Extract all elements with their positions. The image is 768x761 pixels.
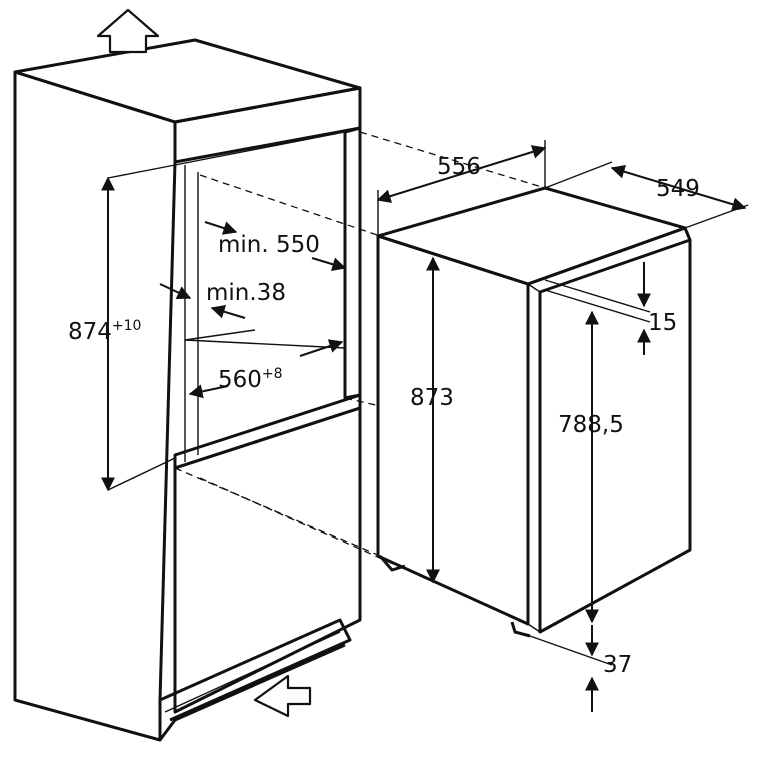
top-gap-label: 15 [648, 310, 677, 336]
door-height-label: 788,5 [558, 412, 624, 438]
side-clearance-label: min.38 [206, 280, 286, 306]
appliance-height-label: 873 [410, 385, 454, 411]
airflow-in-arrow-icon [253, 674, 312, 718]
refrigerator-appliance [376, 186, 692, 638]
bottom-gap-label: 37 [603, 652, 632, 678]
appliance-depth-label: 549 [656, 176, 700, 202]
kitchen-cabinet [13, 38, 362, 742]
appliance-width-label: 556 [437, 154, 481, 180]
niche-height-label: 874+10 [68, 318, 141, 345]
dimension-lines [101, 140, 749, 712]
niche-depth-label: min. 550 [218, 232, 320, 258]
airflow-up-arrow-icon [96, 8, 160, 54]
niche-width-label: 560+8 [218, 366, 283, 393]
